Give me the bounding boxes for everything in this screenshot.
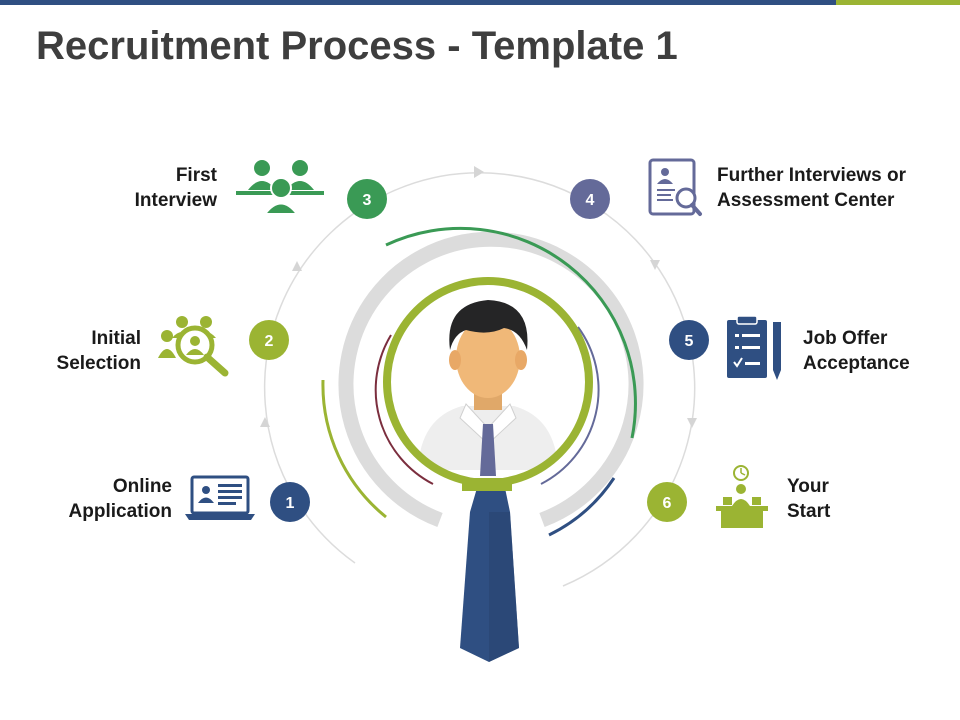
- step-label-1: Online Application: [69, 474, 172, 524]
- step-number-3: 3: [347, 179, 387, 219]
- step-label-6: Your Start: [787, 474, 830, 524]
- step-label-4-line2: Assessment Center: [717, 190, 895, 211]
- svg-text:3: 3: [363, 192, 372, 209]
- interview-table-icon: [236, 160, 324, 215]
- svg-text:1: 1: [286, 495, 295, 512]
- tie-handle-shade: [489, 512, 519, 662]
- magnifier-collar: [462, 478, 512, 491]
- step-label-2-line1: Initial: [91, 328, 141, 349]
- step-label-6-line2: Start: [787, 501, 831, 522]
- step-label-1-line1: Online: [112, 476, 172, 497]
- step-number-5: 5: [669, 320, 709, 360]
- svg-text:2: 2: [265, 333, 274, 350]
- arc-arrow-2: [292, 261, 302, 271]
- laptop-profile-icon: [185, 475, 255, 520]
- arc-arrow-5: [687, 418, 697, 428]
- step-label-6-line1: Your: [787, 476, 829, 497]
- clipboard-pen-icon: [727, 315, 781, 380]
- magnifier-gray-ring: [338, 231, 644, 528]
- step-label-4: Further Interviews or Assessment Center: [717, 163, 906, 213]
- step-number-6: 6: [647, 482, 687, 522]
- step-label-3: First Interview: [135, 163, 217, 213]
- arc-arrow-4: [650, 260, 660, 270]
- document-search-icon: [648, 158, 702, 216]
- page-title: Recruitment Process - Template 1: [36, 24, 678, 68]
- svg-text:5: 5: [685, 333, 694, 350]
- accent-arc-navy: [548, 477, 616, 537]
- step-label-3-line2: Interview: [134, 190, 217, 211]
- step-label-3-line1: First: [175, 165, 217, 186]
- accent-arc-maroon: [374, 334, 434, 485]
- svg-text:6: 6: [663, 495, 672, 512]
- step-number-4: 4: [570, 179, 610, 219]
- step-label-2-line2: Selection: [56, 353, 141, 374]
- accent-arc-slate: [540, 326, 600, 485]
- svg-text:4: 4: [586, 192, 595, 209]
- top-bar: [0, 0, 836, 5]
- step-label-4-line1: Further Interviews or: [717, 165, 906, 186]
- step-number-2: 2: [249, 320, 289, 360]
- step-number-1: 1: [270, 482, 310, 522]
- arc-arrow-3: [474, 166, 484, 178]
- step-label-2: Initial Selection: [57, 326, 141, 376]
- arc-arrow-1: [260, 417, 270, 427]
- step-label-1-line2: Application: [68, 501, 172, 522]
- group-search-icon: [158, 316, 229, 377]
- desk-clock-icon: [716, 465, 768, 528]
- step-label-5-line2: Acceptance: [803, 353, 910, 374]
- person-avatar: [418, 300, 558, 476]
- outer-process-arc: [263, 172, 696, 587]
- step-label-5-line1: Job Offer: [803, 328, 888, 349]
- step-label-5: Job Offer Acceptance: [803, 326, 910, 376]
- accent-arc-green: [385, 226, 637, 439]
- top-bar-accent: [836, 0, 960, 5]
- accent-arc-lime: [321, 379, 387, 519]
